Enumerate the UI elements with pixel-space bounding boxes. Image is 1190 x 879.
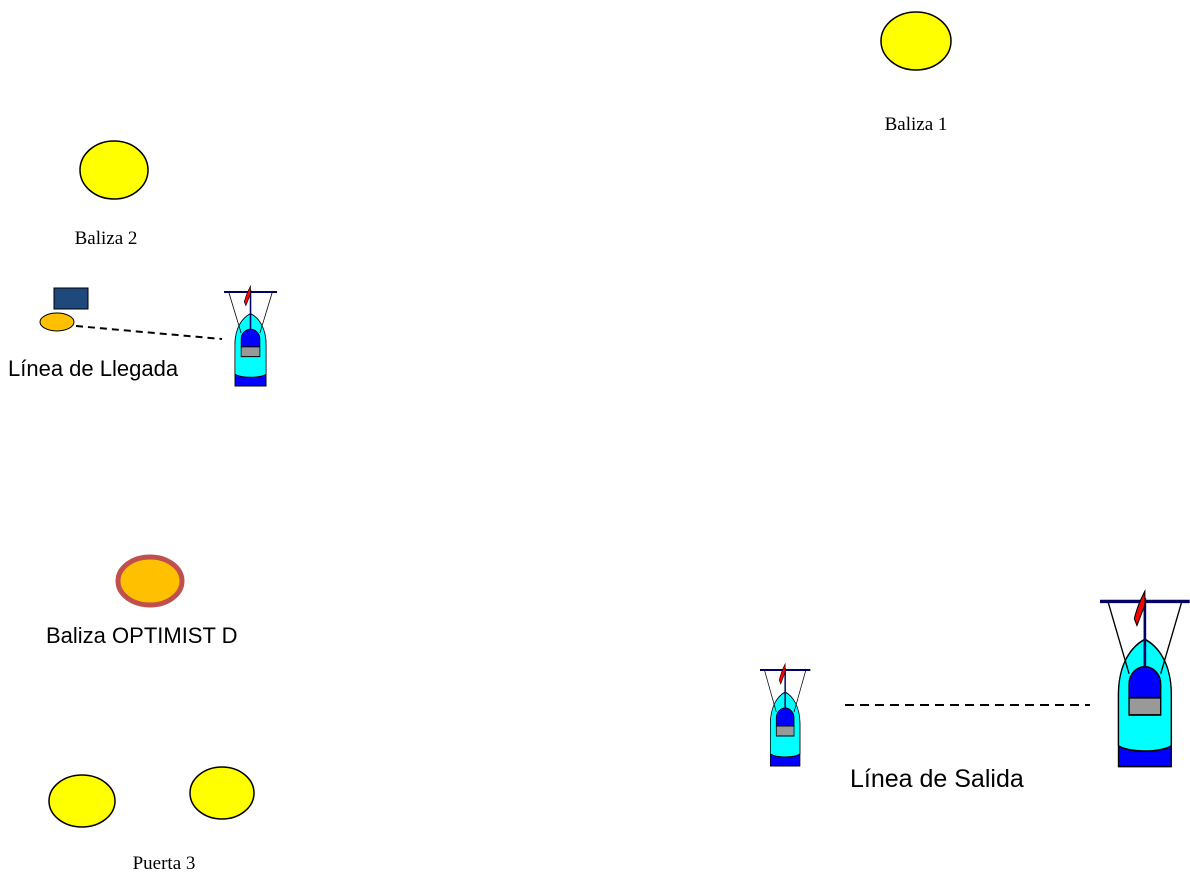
baliza-1-label: Baliza 1	[885, 114, 948, 135]
baliza-2-mark	[79, 140, 149, 200]
committee-boat-start-icon	[1098, 589, 1190, 769]
baliza-2-label: Baliza 2	[75, 228, 138, 249]
puerta-3-left-mark	[48, 774, 116, 828]
start-pin-boat-icon	[759, 663, 812, 767]
committee-boat-finish-icon	[223, 285, 279, 388]
puerta-3-label: Puerta 3	[133, 853, 196, 874]
start-line-label: Línea de Salida	[850, 765, 1024, 793]
optimist-label: Baliza OPTIMIST D	[46, 623, 238, 648]
finish-line-label: Línea de Llegada	[8, 356, 179, 381]
finish-buoy	[39, 312, 75, 332]
finish-line	[75, 325, 223, 340]
optimist-mark	[115, 554, 185, 608]
finish-flag-icon	[53, 287, 89, 310]
puerta-3-right-mark	[189, 766, 255, 820]
baliza-1-mark	[880, 11, 952, 71]
